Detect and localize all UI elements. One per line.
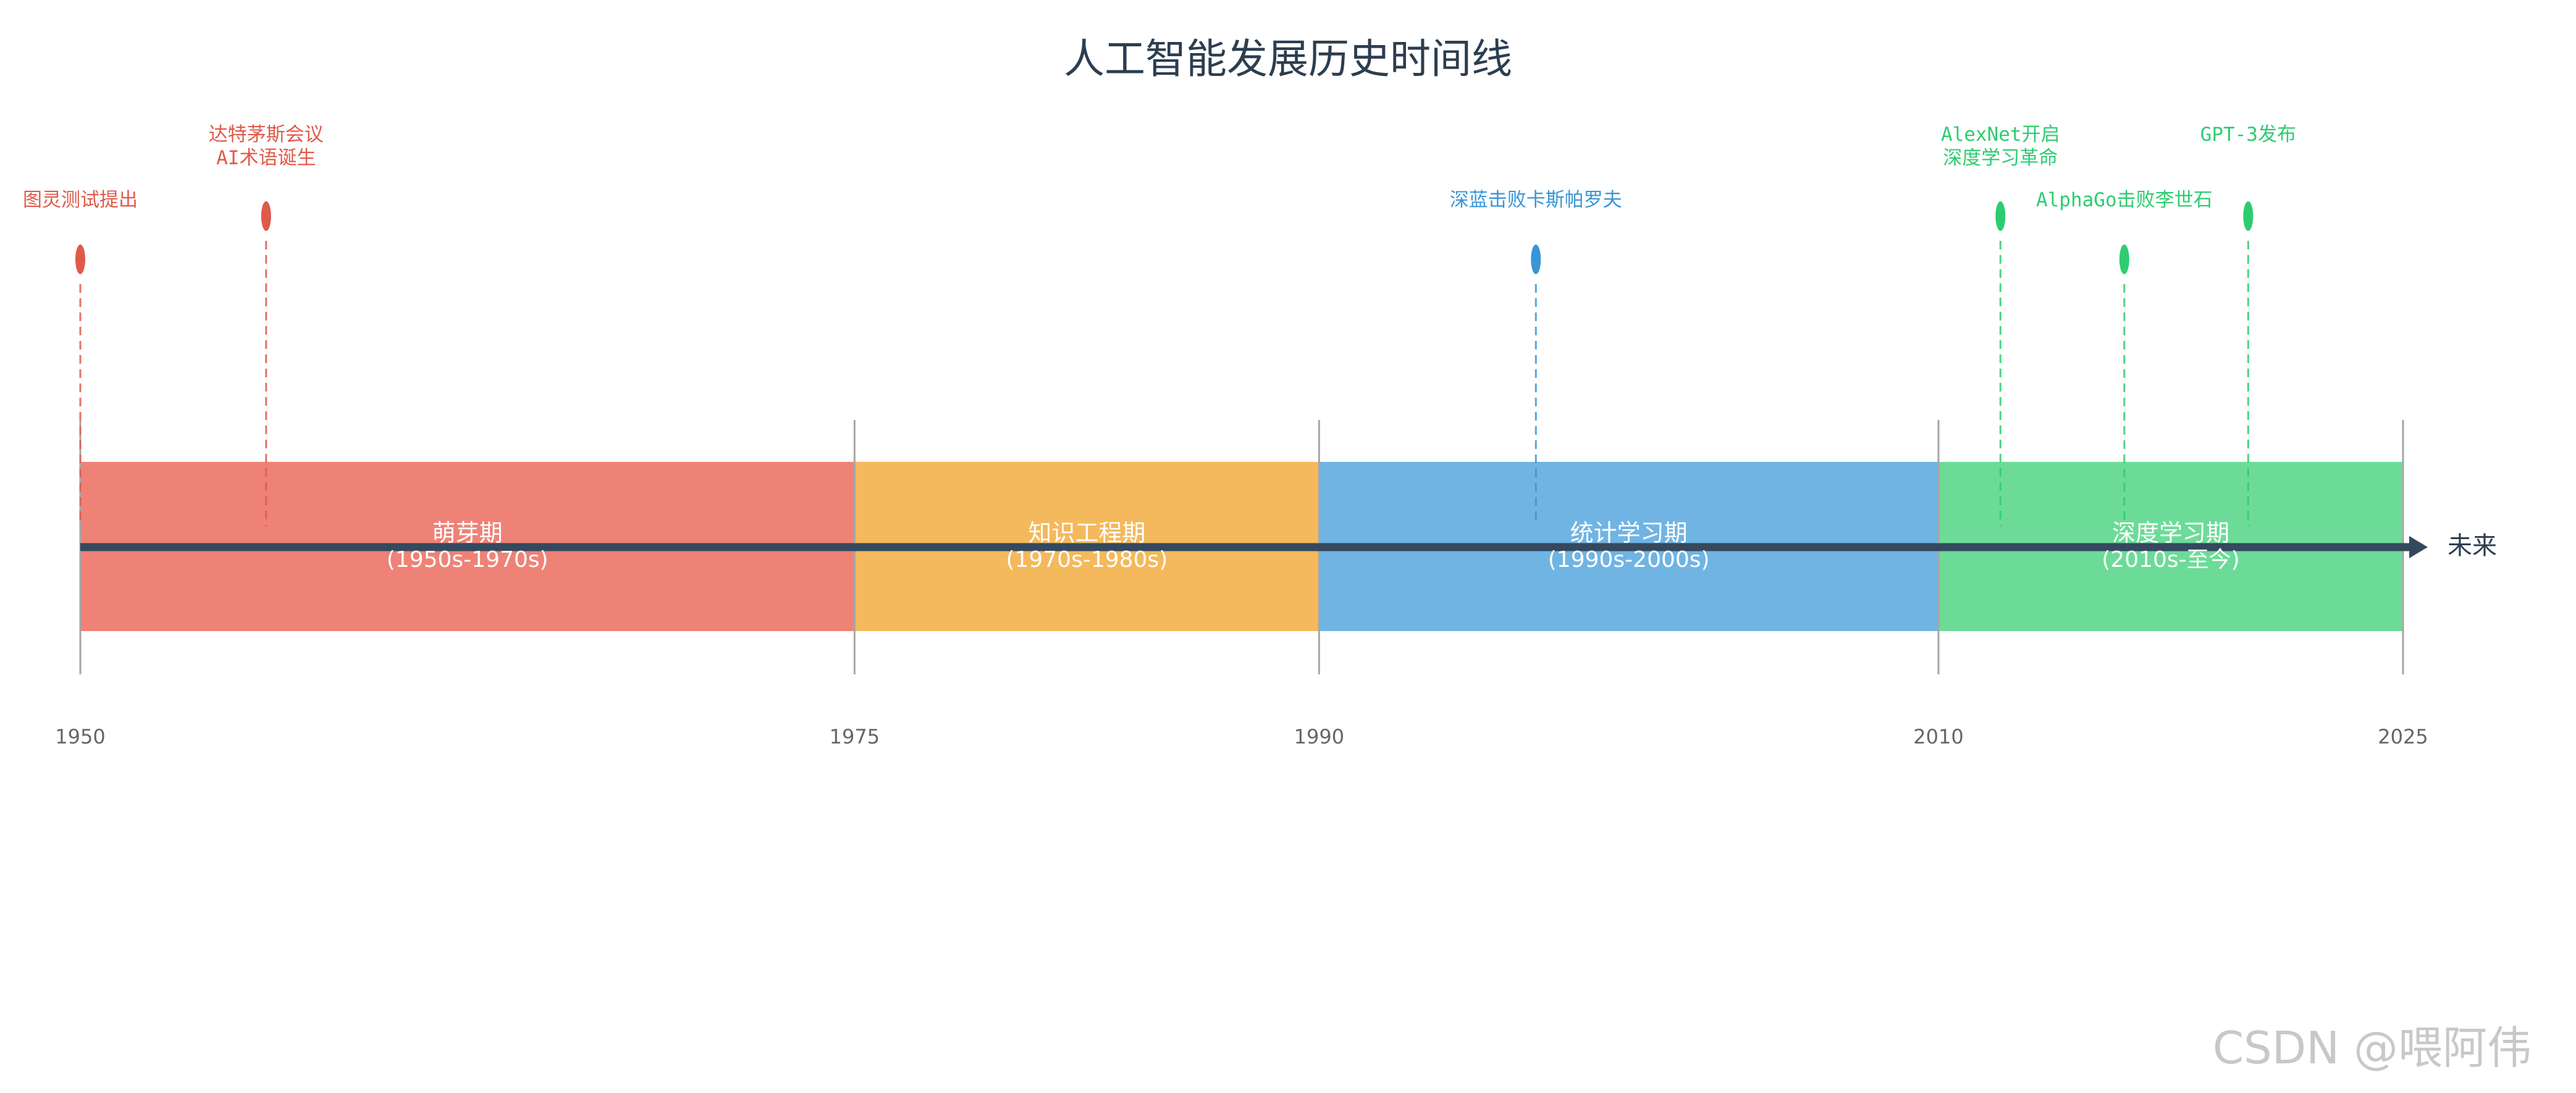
event-label: AI术语诞生 <box>216 147 316 169</box>
watermark: CSDN @喂阿伟 <box>2213 1022 2532 1074</box>
year-label: 2010 <box>1913 725 1963 748</box>
event-label: AlexNet开启 <box>1941 124 2060 146</box>
year-label: 1975 <box>830 725 880 748</box>
event-label: GPT-3发布 <box>2200 124 2296 146</box>
event-label: AlphaGo击败李世石 <box>2036 189 2213 211</box>
period-range: (1950s-1970s) <box>387 547 549 572</box>
year-label: 1950 <box>55 725 105 748</box>
event-marker <box>75 245 85 274</box>
year-label: 1990 <box>1294 725 1344 748</box>
year-label: 2025 <box>2378 725 2428 748</box>
event-label: 深度学习革命 <box>1943 147 2058 169</box>
event-marker <box>1531 245 1541 274</box>
period-name: 深度学习期 <box>2112 519 2229 546</box>
year-labels: 1950 1975 1990 2010 2025 <box>55 725 2428 748</box>
main-axis <box>80 536 2428 558</box>
period-name: 萌芽期 <box>432 519 503 546</box>
event-label: 深蓝击败卡斯帕罗夫 <box>1450 189 1622 211</box>
axis-arrowhead <box>2409 536 2428 558</box>
period-labels: 萌芽期(1950s-1970s)知识工程期(1970s-1980s)统计学习期(… <box>387 519 2240 572</box>
diagram-title: 人工智能发展历史时间线 <box>1064 35 1512 83</box>
event-label: 达特茅斯会议 <box>209 124 324 146</box>
period-name: 知识工程期 <box>1028 519 1145 546</box>
period-range: (1970s-1980s) <box>1006 547 1168 572</box>
event-marker <box>2243 201 2254 231</box>
axis-arrow-label: 未来 <box>2448 532 2497 560</box>
event-marker <box>2119 245 2129 274</box>
period-name: 统计学习期 <box>1570 519 1688 546</box>
event-marker <box>261 201 271 231</box>
event-marker <box>1995 201 2006 231</box>
period-range: (2010s-至今) <box>2102 547 2239 572</box>
event-label: 图灵测试提出 <box>23 189 138 211</box>
period-range: (1990s-2000s) <box>1548 547 1710 572</box>
